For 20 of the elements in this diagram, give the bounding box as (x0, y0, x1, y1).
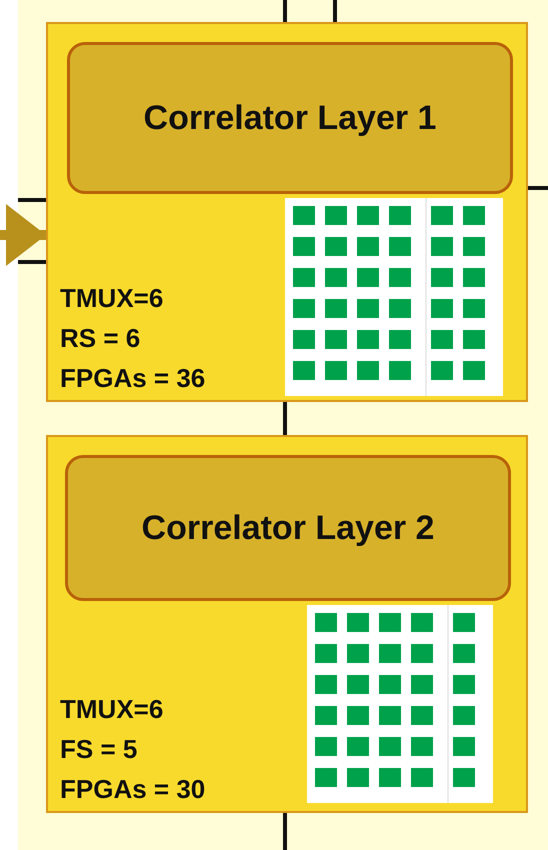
layer-panel (46, 22, 528, 402)
parameter-text: FS = 5 (60, 733, 138, 766)
connector-line (528, 186, 548, 190)
parameter-text: FPGAs = 36 (60, 362, 206, 395)
connector-line (18, 198, 46, 202)
parameter-text: RS = 6 (60, 322, 140, 355)
layer-title: Correlator Layer 2 (142, 508, 434, 548)
connector-line (18, 260, 46, 264)
connector-line (283, 402, 287, 435)
layer-title-box (65, 455, 511, 601)
parameter-text: TMUX=6 (60, 693, 164, 726)
arrow (0, 204, 46, 266)
connector-line (333, 0, 337, 22)
connector-line (283, 0, 287, 22)
layer-title: Correlator Layer 1 (144, 98, 436, 138)
connector-line (283, 813, 287, 850)
layer-title-box (67, 42, 513, 194)
parameter-text: TMUX=6 (60, 282, 164, 315)
layer-panel (46, 435, 528, 813)
parameter-text: FPGAs = 30 (60, 773, 206, 806)
